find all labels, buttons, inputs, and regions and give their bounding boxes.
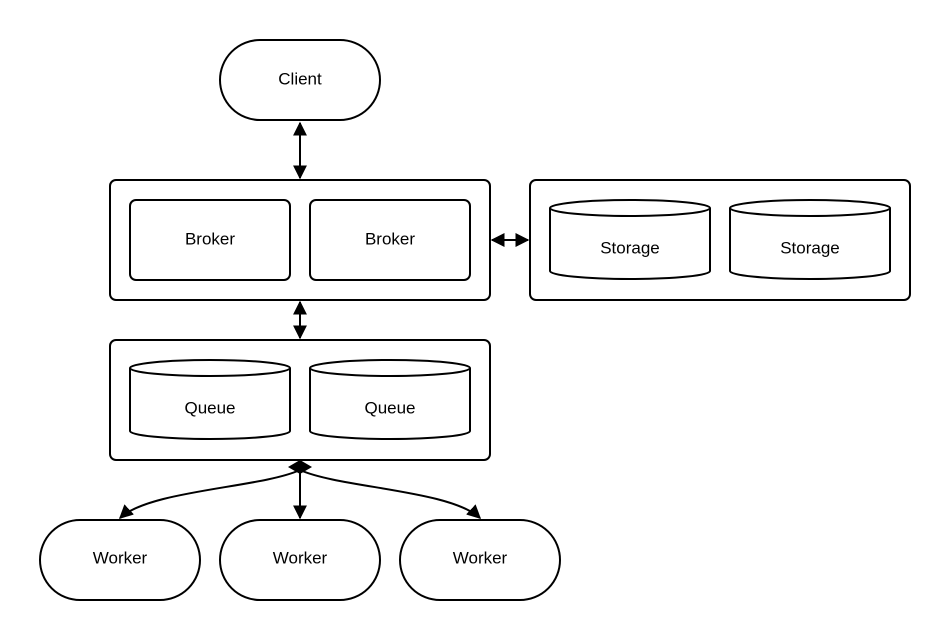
broker-label: Broker	[185, 230, 235, 249]
queue-node: Queue	[129, 359, 291, 440]
broker-node: Broker	[129, 199, 291, 281]
queue-worker-connector	[299, 469, 482, 519]
broker-label: Broker	[365, 230, 415, 249]
storage-label: Storage	[780, 239, 840, 258]
storage-node: Storage	[729, 199, 891, 280]
storage-group: Storage Storage	[529, 179, 911, 301]
queue-label: Queue	[364, 399, 415, 418]
broker-node: Broker	[309, 199, 471, 281]
worker-node: Worker	[399, 519, 561, 601]
worker-node: Worker	[39, 519, 201, 601]
broker-group: Broker Broker	[109, 179, 491, 301]
client-label: Client	[278, 70, 322, 89]
worker-node: Worker	[219, 519, 381, 601]
worker-label: Worker	[273, 549, 328, 568]
queue-label: Queue	[184, 399, 235, 418]
storage-label: Storage	[600, 239, 660, 258]
queue-worker-connector	[118, 469, 301, 519]
queue-group: Queue Queue	[109, 339, 491, 461]
worker-label: Worker	[93, 549, 148, 568]
fan-out-junction	[288, 460, 312, 474]
queue-node: Queue	[309, 359, 471, 440]
storage-node: Storage	[549, 199, 711, 280]
worker-label: Worker	[453, 549, 508, 568]
client-node: Client	[219, 39, 381, 121]
